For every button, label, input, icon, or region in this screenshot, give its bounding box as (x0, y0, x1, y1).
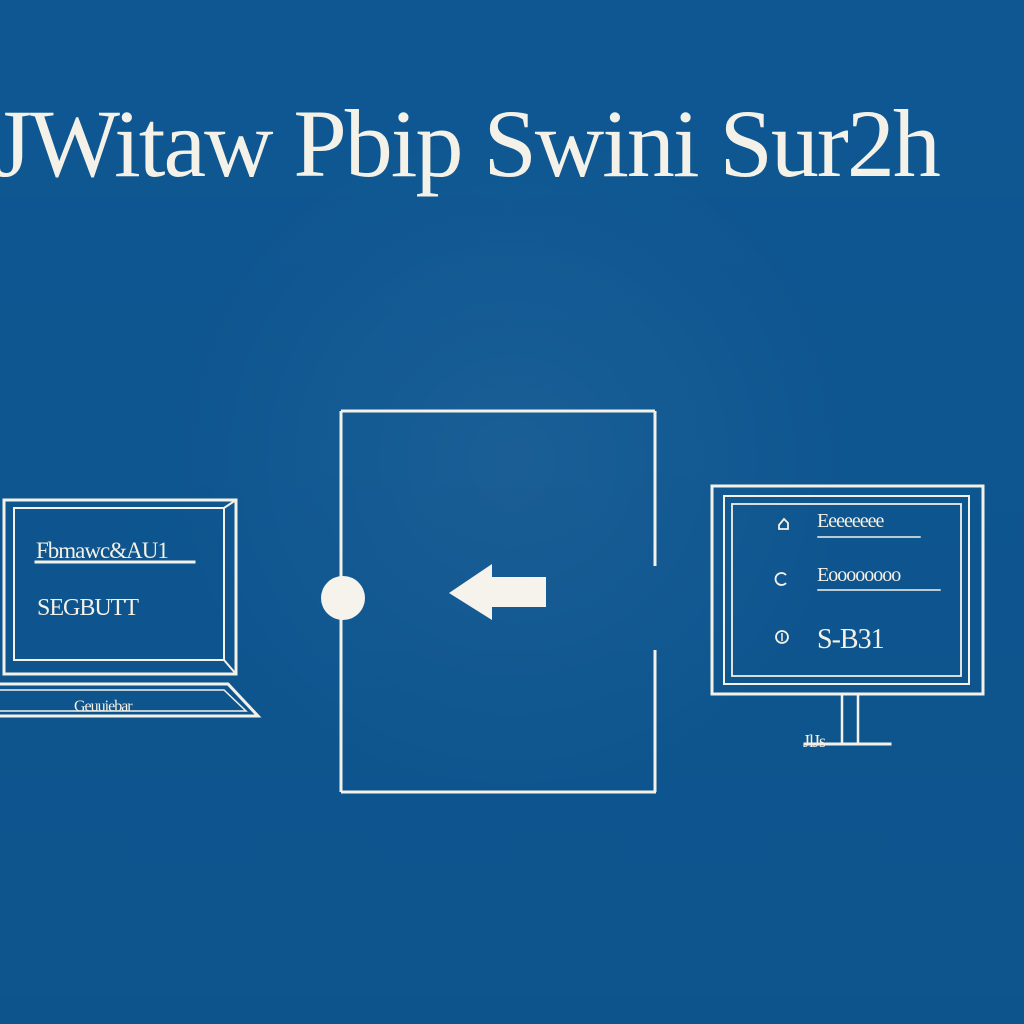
laptop-screen-inner (13, 507, 225, 661)
transfer-arrow (449, 564, 546, 620)
monitor-screen-frame (731, 503, 962, 677)
monitor-row-2-label: Eoooooooo (817, 564, 901, 586)
laptop-keyboard-inner (0, 689, 248, 712)
monitor-illustration (710, 484, 985, 746)
monitor-row-1-label: Eeeeeeee (817, 510, 884, 532)
laptop-screen-rightfold (222, 498, 238, 676)
row-1-icon (778, 517, 789, 530)
laptop-screen-line-1: Fbmawc&AU1 (36, 538, 169, 563)
monitor-stand-neck (840, 692, 860, 746)
monitor-base-label: JlJs (803, 731, 826, 751)
monitor-outer-frame (710, 484, 985, 696)
row-2-icon (774, 572, 787, 586)
monitor-inner-frame (723, 495, 970, 685)
laptop-keyboard-deck (0, 682, 262, 718)
connection-node (321, 576, 365, 620)
laptop-screen-outer (2, 498, 238, 676)
laptop-screen-line-2: SEGBUTT (37, 595, 139, 621)
laptop-illustration (0, 498, 262, 718)
row-3-icon (775, 630, 789, 644)
laptop-base-label: Geuuiebar (74, 698, 133, 715)
page-title: JWitaw Pbip Swini Sur2h (0, 90, 941, 197)
monitor-row-3-label: S-B31 (817, 624, 885, 655)
